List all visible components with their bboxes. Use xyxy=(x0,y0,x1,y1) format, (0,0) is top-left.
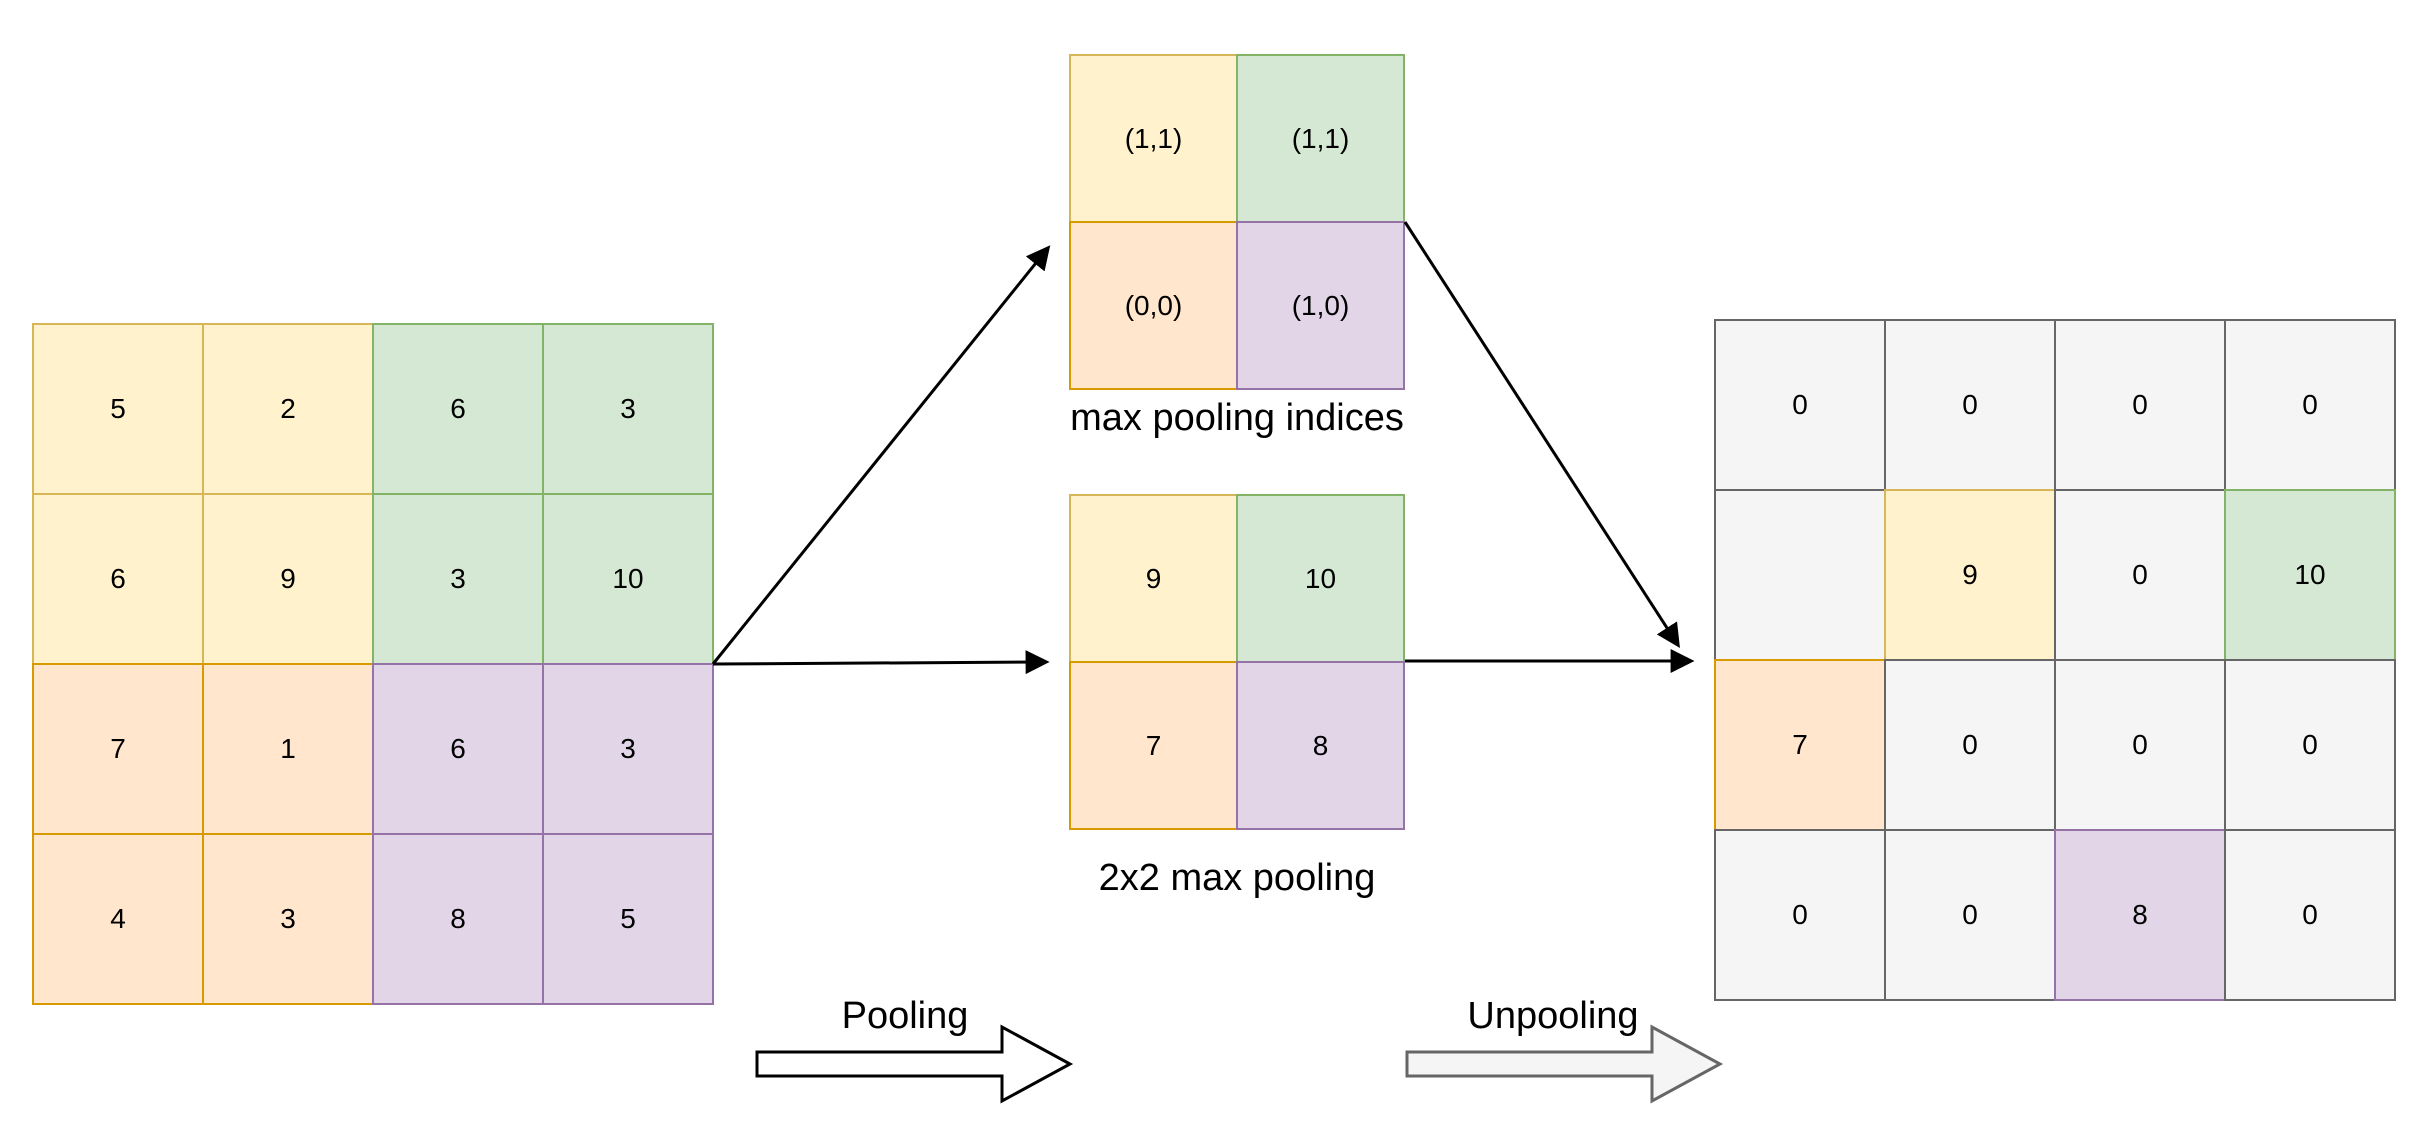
pooling-label: Pooling xyxy=(841,995,969,1037)
matrix-cell: 0 xyxy=(2224,319,2396,491)
matrix-cell: 7 xyxy=(1069,661,1238,830)
matrix-cell: 2 xyxy=(202,323,374,495)
matrix-cell: 7 xyxy=(1714,659,1886,831)
matrix-cell: (0,0) xyxy=(1069,221,1238,390)
arrow-input-to-pooled xyxy=(712,650,1050,675)
matrix-cell: 8 xyxy=(2054,829,2226,1001)
matrix-cell: (1,1) xyxy=(1236,54,1405,223)
matrix-cell: 0 xyxy=(1714,319,1886,491)
matrix-cell: 3 xyxy=(542,323,714,495)
matrix-cell: 4 xyxy=(32,833,204,1005)
matrix-cell: 0 xyxy=(2054,319,2226,491)
matrix-cell: 5 xyxy=(542,833,714,1005)
matrix-cell: 0 xyxy=(2224,829,2396,1001)
output-matrix: 0 0 0 0 9 0 10 7 0 0 0 0 0 8 0 xyxy=(1714,319,2396,1001)
matrix-cell: 1 xyxy=(202,663,374,835)
matrix-cell: 0 xyxy=(1884,659,2056,831)
matrix-cell: 8 xyxy=(1236,661,1405,830)
matrix-cell: 6 xyxy=(372,323,544,495)
input-matrix: 5 2 6 3 6 9 3 10 7 1 6 3 4 3 8 5 xyxy=(32,323,714,1005)
matrix-cell: 8 xyxy=(372,833,544,1005)
matrix-cell: 0 xyxy=(2054,489,2226,661)
max-pooling-indices-matrix: (1,1) (1,1) (0,0) (1,0) xyxy=(1069,54,1405,390)
matrix-cell: 3 xyxy=(542,663,714,835)
matrix-cell: 9 xyxy=(202,493,374,665)
matrix-cell: 6 xyxy=(32,493,204,665)
matrix-cell: 0 xyxy=(2054,659,2226,831)
matrix-cell: 5 xyxy=(32,323,204,495)
matrix-cell: (1,1) xyxy=(1069,54,1238,223)
matrix-cell: 0 xyxy=(1884,829,2056,1001)
unpooling-arrow-icon xyxy=(1405,1024,1724,1104)
matrix-cell: 10 xyxy=(542,493,714,665)
pooled-matrix-label: 2x2 max pooling xyxy=(1098,857,1376,899)
matrix-cell: 3 xyxy=(202,833,374,1005)
pooled-matrix: 9 10 7 8 xyxy=(1069,494,1405,830)
matrix-cell: 9 xyxy=(1069,494,1238,663)
matrix-cell: 3 xyxy=(372,493,544,665)
matrix-cell: 10 xyxy=(2224,489,2396,661)
matrix-cell: 0 xyxy=(2224,659,2396,831)
matrix-cell: 6 xyxy=(372,663,544,835)
matrix-cell: (1,0) xyxy=(1236,221,1405,390)
arrow-input-to-indices xyxy=(711,245,1051,665)
matrix-cell xyxy=(1714,489,1886,661)
unpooling-label: Unpooling xyxy=(1467,995,1639,1037)
matrix-cell: 0 xyxy=(1714,829,1886,1001)
indices-matrix-label: max pooling indices xyxy=(1070,397,1404,439)
matrix-cell: 10 xyxy=(1236,494,1405,663)
matrix-cell: 0 xyxy=(1884,319,2056,491)
matrix-cell: 7 xyxy=(32,663,204,835)
matrix-cell: 9 xyxy=(1884,489,2056,661)
pooling-arrow-icon xyxy=(755,1024,1074,1104)
